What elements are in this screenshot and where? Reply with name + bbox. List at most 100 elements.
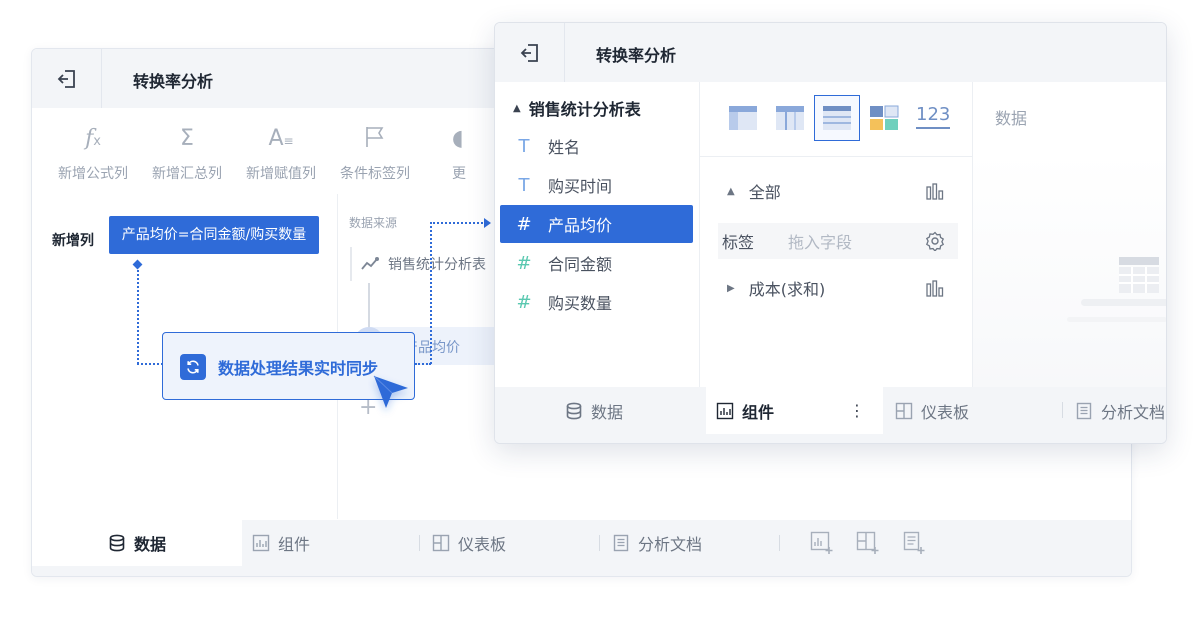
- add-document-icon[interactable]: [902, 531, 926, 555]
- add-dashboard-icon[interactable]: [856, 531, 880, 555]
- config-panel: [700, 82, 973, 387]
- tab-data[interactable]: 数据: [32, 520, 242, 566]
- field-item[interactable]: T 姓名: [500, 127, 693, 165]
- tab-dashboard[interactable]: 仪表板: [432, 520, 506, 566]
- database-icon: [109, 534, 125, 552]
- add-assign-column-button[interactable]: A≡ 新增赋值列: [235, 125, 327, 183]
- add-component-icon[interactable]: [810, 531, 834, 555]
- back-button[interactable]: [32, 49, 102, 108]
- row-all[interactable]: ▲ 全部: [727, 173, 781, 209]
- sync-icon: [180, 354, 206, 380]
- exit-icon: [520, 43, 538, 62]
- row-cost[interactable]: ▶ 成本(求和): [727, 270, 825, 306]
- connector-arrow: [484, 218, 491, 228]
- table-name: 销售统计分析表: [528, 100, 641, 119]
- field-item[interactable]: T 购买时间: [500, 166, 693, 204]
- more-tools-button[interactable]: ◖ 更: [452, 125, 492, 183]
- add-sum-column-button[interactable]: Σ 新增汇总列: [141, 125, 233, 183]
- field-label: 产品均价: [548, 216, 613, 235]
- back-button[interactable]: [495, 23, 565, 82]
- tab-analysis-doc[interactable]: 分析文档: [1075, 387, 1165, 434]
- field-label: 姓名: [548, 138, 581, 157]
- sync-popup: 数据处理结果实时同步: [162, 332, 415, 400]
- row-label: 成本(求和): [748, 280, 826, 299]
- exit-icon: [57, 69, 75, 88]
- tab-component[interactable]: 组件 ⋮: [706, 387, 883, 434]
- flag-icon: [329, 125, 421, 153]
- tool-label: 更: [452, 166, 466, 182]
- row-label: 全部: [748, 183, 781, 202]
- add-formula-column-button[interactable]: fx 新增公式列: [47, 125, 139, 183]
- line-chart-icon: [361, 257, 379, 270]
- sync-connector: [137, 363, 163, 365]
- number-field-icon: #: [516, 252, 532, 274]
- detail-table-icon[interactable]: [728, 104, 758, 132]
- formula-icon: fx: [85, 126, 101, 151]
- add-step-icon[interactable]: +: [359, 395, 378, 420]
- collapse-triangle-icon[interactable]: ▲: [513, 102, 521, 114]
- tool-label: 新增汇总列: [152, 166, 222, 182]
- field-item[interactable]: # 购买数量: [500, 283, 693, 321]
- dashboard-icon: [895, 402, 913, 419]
- tool-label: 新增赋值列: [246, 166, 316, 182]
- page-title: 转换率分析: [596, 46, 677, 65]
- bar-chart-icon[interactable]: [925, 279, 945, 299]
- flow-connector: [368, 283, 370, 327]
- tab-separator: [419, 535, 420, 551]
- bottom-tab-bar: 数据 组件 仪表板 分析文档: [32, 520, 1131, 576]
- number-field-icon: #: [516, 291, 532, 313]
- table-node[interactable]: ▲ 销售统计分析表: [513, 96, 641, 120]
- tab-label: 分析文档: [1101, 402, 1166, 422]
- expand-triangle-icon[interactable]: ▶: [727, 282, 735, 294]
- cursor-pointer-icon: [373, 375, 408, 408]
- condition-tag-column-button[interactable]: 条件标签列: [329, 125, 421, 183]
- tab-label: 组件: [278, 535, 311, 554]
- more-menu-icon[interactable]: ⋮: [849, 401, 865, 420]
- tool-label: 新增公式列: [58, 166, 128, 182]
- collapse-triangle-icon[interactable]: ▲: [727, 185, 735, 197]
- tab-label: 数据: [591, 402, 624, 422]
- data-source-item[interactable]: 销售统计分析表: [350, 247, 520, 281]
- tag-label: 标签: [722, 233, 755, 252]
- placeholder-bar: [1067, 317, 1166, 322]
- tab-component[interactable]: 组件: [252, 520, 310, 566]
- field-item[interactable]: # 合同金额: [500, 244, 693, 282]
- sync-connector: [137, 266, 139, 364]
- tab-data[interactable]: 数据: [565, 387, 623, 434]
- empty-table-icon: [1119, 257, 1159, 293]
- document-icon: [1076, 402, 1092, 419]
- field-label: 合同金额: [548, 255, 613, 274]
- tab-label: 仪表板: [921, 402, 970, 422]
- sync-message: 数据处理结果实时同步: [218, 359, 379, 378]
- data-source-title: 数据来源: [349, 216, 398, 230]
- database-icon: [566, 402, 582, 419]
- tab-separator: [599, 535, 600, 551]
- cross-table-icon[interactable]: [775, 104, 805, 132]
- field-panel: [495, 82, 700, 387]
- page-title: 转换率分析: [133, 72, 214, 91]
- gear-icon[interactable]: [925, 231, 945, 251]
- tag-drop-zone[interactable]: [718, 223, 958, 259]
- group-table-icon[interactable]: [822, 104, 852, 132]
- tool-label: 条件标签列: [340, 166, 410, 182]
- bar-chart-icon[interactable]: [925, 182, 945, 202]
- more-icon: ◖: [452, 126, 464, 151]
- tab-label: 仪表板: [458, 535, 507, 554]
- new-column-formula[interactable]: 产品均价=合同金额/购买数量: [109, 216, 319, 254]
- data-source-name: 销售统计分析表: [388, 257, 486, 273]
- tag-placeholder: 拖入字段: [788, 233, 853, 252]
- text-field-icon: T: [518, 135, 530, 157]
- number-chart-icon[interactable]: 123: [916, 103, 951, 129]
- tab-separator: [1062, 402, 1063, 418]
- tab-separator: [779, 535, 780, 551]
- tab-analysis-doc[interactable]: 分析文档: [612, 520, 702, 566]
- tab-label: 数据: [133, 535, 166, 554]
- number-field-icon: #: [516, 213, 532, 235]
- chart-type-bar: [700, 82, 973, 157]
- text-field-icon: T: [518, 174, 530, 196]
- title-bar: 转换率分析: [495, 23, 1166, 82]
- card-chart-icon[interactable]: [869, 104, 899, 132]
- sync-connector: [430, 222, 486, 224]
- field-item-selected[interactable]: # 产品均价: [500, 205, 693, 243]
- tab-dashboard[interactable]: 仪表板: [895, 387, 969, 434]
